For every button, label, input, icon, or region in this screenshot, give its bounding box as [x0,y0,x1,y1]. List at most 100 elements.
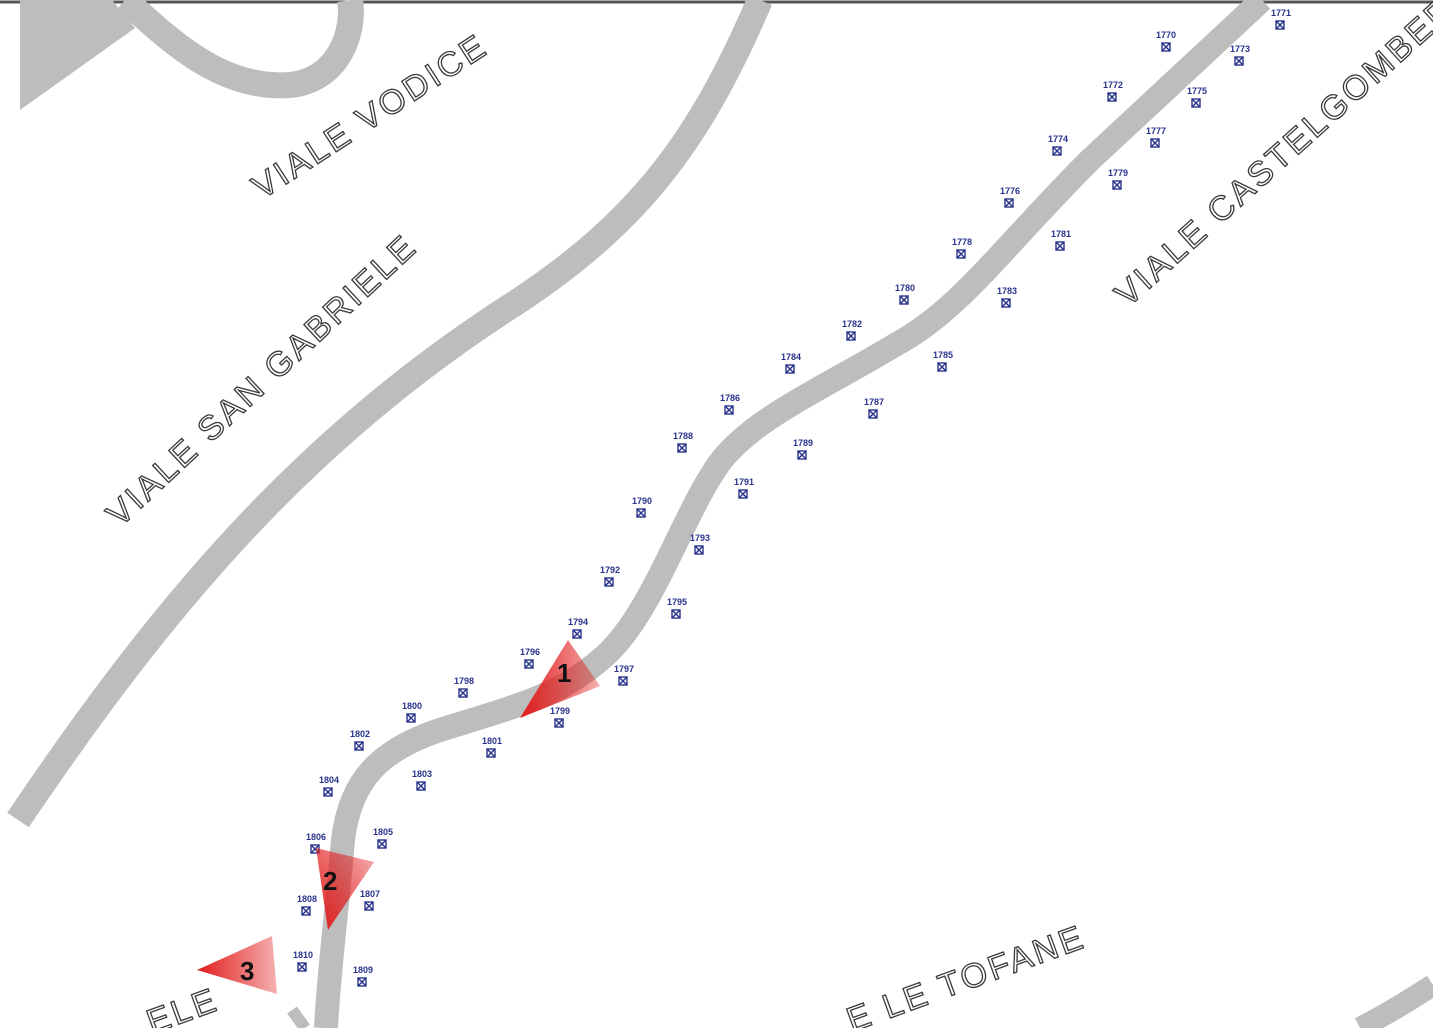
viewpoint-number: 2 [323,866,337,896]
tree-marker[interactable]: 1780 [895,283,915,305]
tree-marker[interactable]: 1770 [1156,30,1176,52]
tree-label: 1799 [550,706,570,716]
tree-marker[interactable]: 1786 [720,393,740,415]
tree-symbol-icon [406,713,416,723]
tree-symbol-icon [572,629,582,639]
road-main-avenue [314,0,1271,1028]
tree-label: 1771 [1271,8,1291,18]
viewpoint-number: 3 [240,956,254,986]
tree-label: 1770 [1156,30,1176,40]
tree-marker[interactable]: 1804 [319,775,339,797]
street-label-viale-san-gabriele: VIALE SAN GABRIELE [100,227,425,534]
tree-marker[interactable]: 1796 [520,647,540,669]
tree-label: 1788 [673,431,693,441]
street-label-viale-tofane: E LE TOFANE [842,918,1091,1028]
street-label-bottom-left: ELE [142,981,224,1028]
tree-marker[interactable]: 1774 [1048,134,1068,156]
tree-marker[interactable]: 1791 [734,477,754,499]
tree-marker[interactable]: 1776 [1000,186,1020,208]
tree-label: 1787 [864,397,884,407]
tree-marker[interactable]: 1781 [1051,229,1071,251]
tree-marker[interactable]: 1801 [482,736,502,758]
tree-symbol-icon [899,295,909,305]
tree-marker[interactable]: 1805 [373,827,393,849]
tree-marker[interactable]: 1789 [793,438,813,460]
tree-label: 1803 [412,769,432,779]
tree-marker[interactable]: 1792 [600,565,620,587]
tree-label: 1776 [1000,186,1020,196]
tree-marker[interactable]: 1799 [550,706,570,728]
tree-label: 1773 [1230,44,1250,54]
tree-symbol-icon [554,718,564,728]
tree-marker[interactable]: 1779 [1108,168,1128,190]
tree-label: 1785 [933,350,953,360]
tree-label: 1808 [297,894,317,904]
tree-symbol-icon [671,609,681,619]
tree-label: 1790 [632,496,652,506]
tree-symbol-icon [694,545,704,555]
tree-symbol-icon [1150,138,1160,148]
tree-marker[interactable]: 1782 [842,319,862,341]
tree-marker[interactable]: 1771 [1271,8,1291,30]
street-labels: VIALE VODICE VIALE SAN GABRIELE VIALE CA… [99,0,1433,1028]
tree-label: 1810 [293,950,313,960]
tree-symbol-icon [1112,180,1122,190]
tree-label: 1793 [690,533,710,543]
viewpoint-1[interactable]: 1 [520,640,600,718]
tree-marker[interactable]: 1808 [297,894,317,916]
tree-symbol-icon [357,977,367,987]
road-bottom-right-curve [1354,975,1433,1028]
tree-marker[interactable]: 1773 [1230,44,1250,66]
tree-label: 1809 [353,965,373,975]
tree-marker[interactable]: 1775 [1187,86,1207,108]
tree-markers: 1770 1771 1772 1773 1774 1775 1776 1777 … [293,8,1291,987]
tree-label: 1805 [373,827,393,837]
tree-marker[interactable]: 1785 [933,350,953,372]
tree-symbol-icon [1234,56,1244,66]
viewpoint-2[interactable]: 2 [316,848,374,930]
tree-marker[interactable]: 1787 [864,397,884,419]
tree-label: 1789 [793,438,813,448]
tree-label: 1798 [454,676,474,686]
tree-marker[interactable]: 1810 [293,950,313,972]
tree-marker[interactable]: 1795 [667,597,687,619]
tree-symbol-icon [868,409,878,419]
tree-label: 1784 [781,352,801,362]
tree-marker[interactable]: 1783 [997,286,1017,308]
tree-marker[interactable]: 1797 [614,664,634,686]
tree-marker[interactable]: 1800 [402,701,422,723]
view-cone-icon [316,848,374,930]
tree-marker[interactable]: 1788 [673,431,693,453]
tree-marker[interactable]: 1784 [781,352,801,374]
tree-symbol-icon [618,676,628,686]
tree-symbol-icon [1275,20,1285,30]
tree-label: 1797 [614,664,634,674]
tree-symbol-icon [354,741,364,751]
tree-marker[interactable]: 1790 [632,496,652,518]
tree-label: 1800 [402,701,422,711]
tree-marker[interactable]: 1807 [360,889,380,911]
tree-marker[interactable]: 1777 [1146,126,1166,148]
tree-label: 1777 [1146,126,1166,136]
tree-label: 1779 [1108,168,1128,178]
tree-symbol-icon [636,508,646,518]
tree-symbol-icon [297,962,307,972]
tree-marker[interactable]: 1772 [1103,80,1123,102]
tree-label: 1794 [568,617,588,627]
tree-symbol-icon [738,489,748,499]
tree-symbol-icon [486,748,496,758]
tree-label: 1801 [482,736,502,746]
tree-marker[interactable]: 1793 [690,533,710,555]
viewpoint-3[interactable]: 3 [197,936,277,994]
tree-marker[interactable]: 1809 [353,965,373,987]
tree-marker[interactable]: 1803 [412,769,432,791]
tree-marker[interactable]: 1802 [350,729,370,751]
tree-label: 1780 [895,283,915,293]
tree-marker[interactable]: 1778 [952,237,972,259]
tree-symbol-icon [1052,146,1062,156]
tree-label: 1791 [734,477,754,487]
tree-marker[interactable]: 1798 [454,676,474,698]
tree-label: 1802 [350,729,370,739]
tree-marker[interactable]: 1794 [568,617,588,639]
